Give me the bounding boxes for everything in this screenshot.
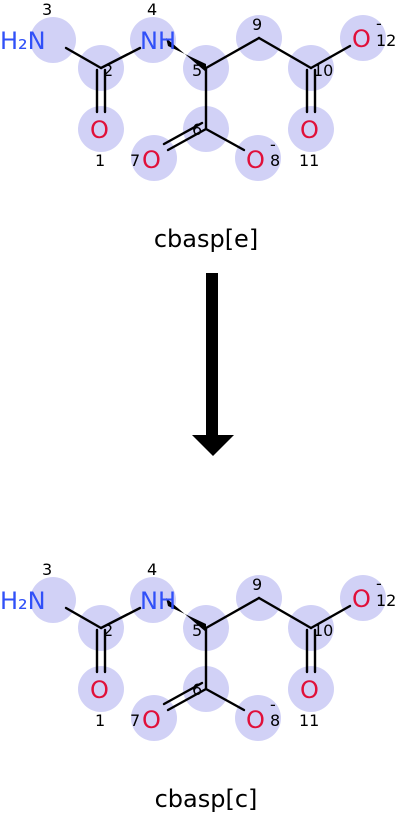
charge-o12: - [376,574,382,593]
index-6: 6 [192,680,202,699]
bonds [64,36,352,152]
atom-labels: H₂N NH O O O O O - - [0,14,382,174]
index-4: 4 [147,560,157,579]
index-10: 10 [313,61,333,80]
index-4: 4 [147,0,157,19]
index-12: 12 [376,591,396,610]
atom-indices: 1 2 3 4 5 6 7 8 9 10 11 12 [42,0,396,170]
molecule-bottom: H₂N NH O O O O O - - 1 2 3 4 5 6 7 8 9 1… [0,560,396,813]
index-5: 5 [192,621,202,640]
index-7: 7 [130,711,140,730]
molecule-top: H₂N NH O O O O O - - 1 2 3 4 5 6 7 8 9 1… [0,0,396,253]
index-12: 12 [376,31,396,50]
atom-highlights [30,575,386,741]
charge-o12: - [376,14,382,33]
atom-n4: NH [140,27,176,55]
atom-o1: O [90,676,109,704]
index-1: 1 [95,711,105,730]
index-11: 11 [299,711,319,730]
index-2: 2 [103,621,113,640]
atom-o8: O [246,146,265,174]
index-6: 6 [192,120,202,139]
index-9: 9 [252,575,262,594]
reaction-arrow [192,273,234,456]
index-11: 11 [299,151,319,170]
index-8: 8 [270,711,280,730]
atom-labels: H₂N NH O O O O O - - [0,574,382,734]
atom-o11: O [300,676,319,704]
index-3: 3 [42,560,52,579]
index-3: 3 [42,0,52,19]
atom-o8: O [246,706,265,734]
index-7: 7 [130,151,140,170]
index-5: 5 [192,61,202,80]
atom-o12: O [352,25,371,53]
atom-o12: O [352,585,371,613]
index-2: 2 [103,61,113,80]
index-1: 1 [95,151,105,170]
atom-n3: H₂N [0,27,46,55]
atom-n3: H₂N [0,587,46,615]
atom-o7: O [142,146,161,174]
atom-indices: 1 2 3 4 5 6 7 8 9 10 11 12 [42,560,396,730]
index-8: 8 [270,151,280,170]
atom-o11: O [300,116,319,144]
atom-n4: NH [140,587,176,615]
index-10: 10 [313,621,333,640]
charge-o8: - [270,135,276,154]
atom-o1: O [90,116,109,144]
index-9: 9 [252,15,262,34]
atom-highlights [30,15,386,181]
bonds [64,596,352,712]
charge-o8: - [270,695,276,714]
molecule-name-top: cbasp[e] [154,225,258,253]
atom-o7: O [142,706,161,734]
molecule-name-bottom: cbasp[c] [155,785,258,813]
